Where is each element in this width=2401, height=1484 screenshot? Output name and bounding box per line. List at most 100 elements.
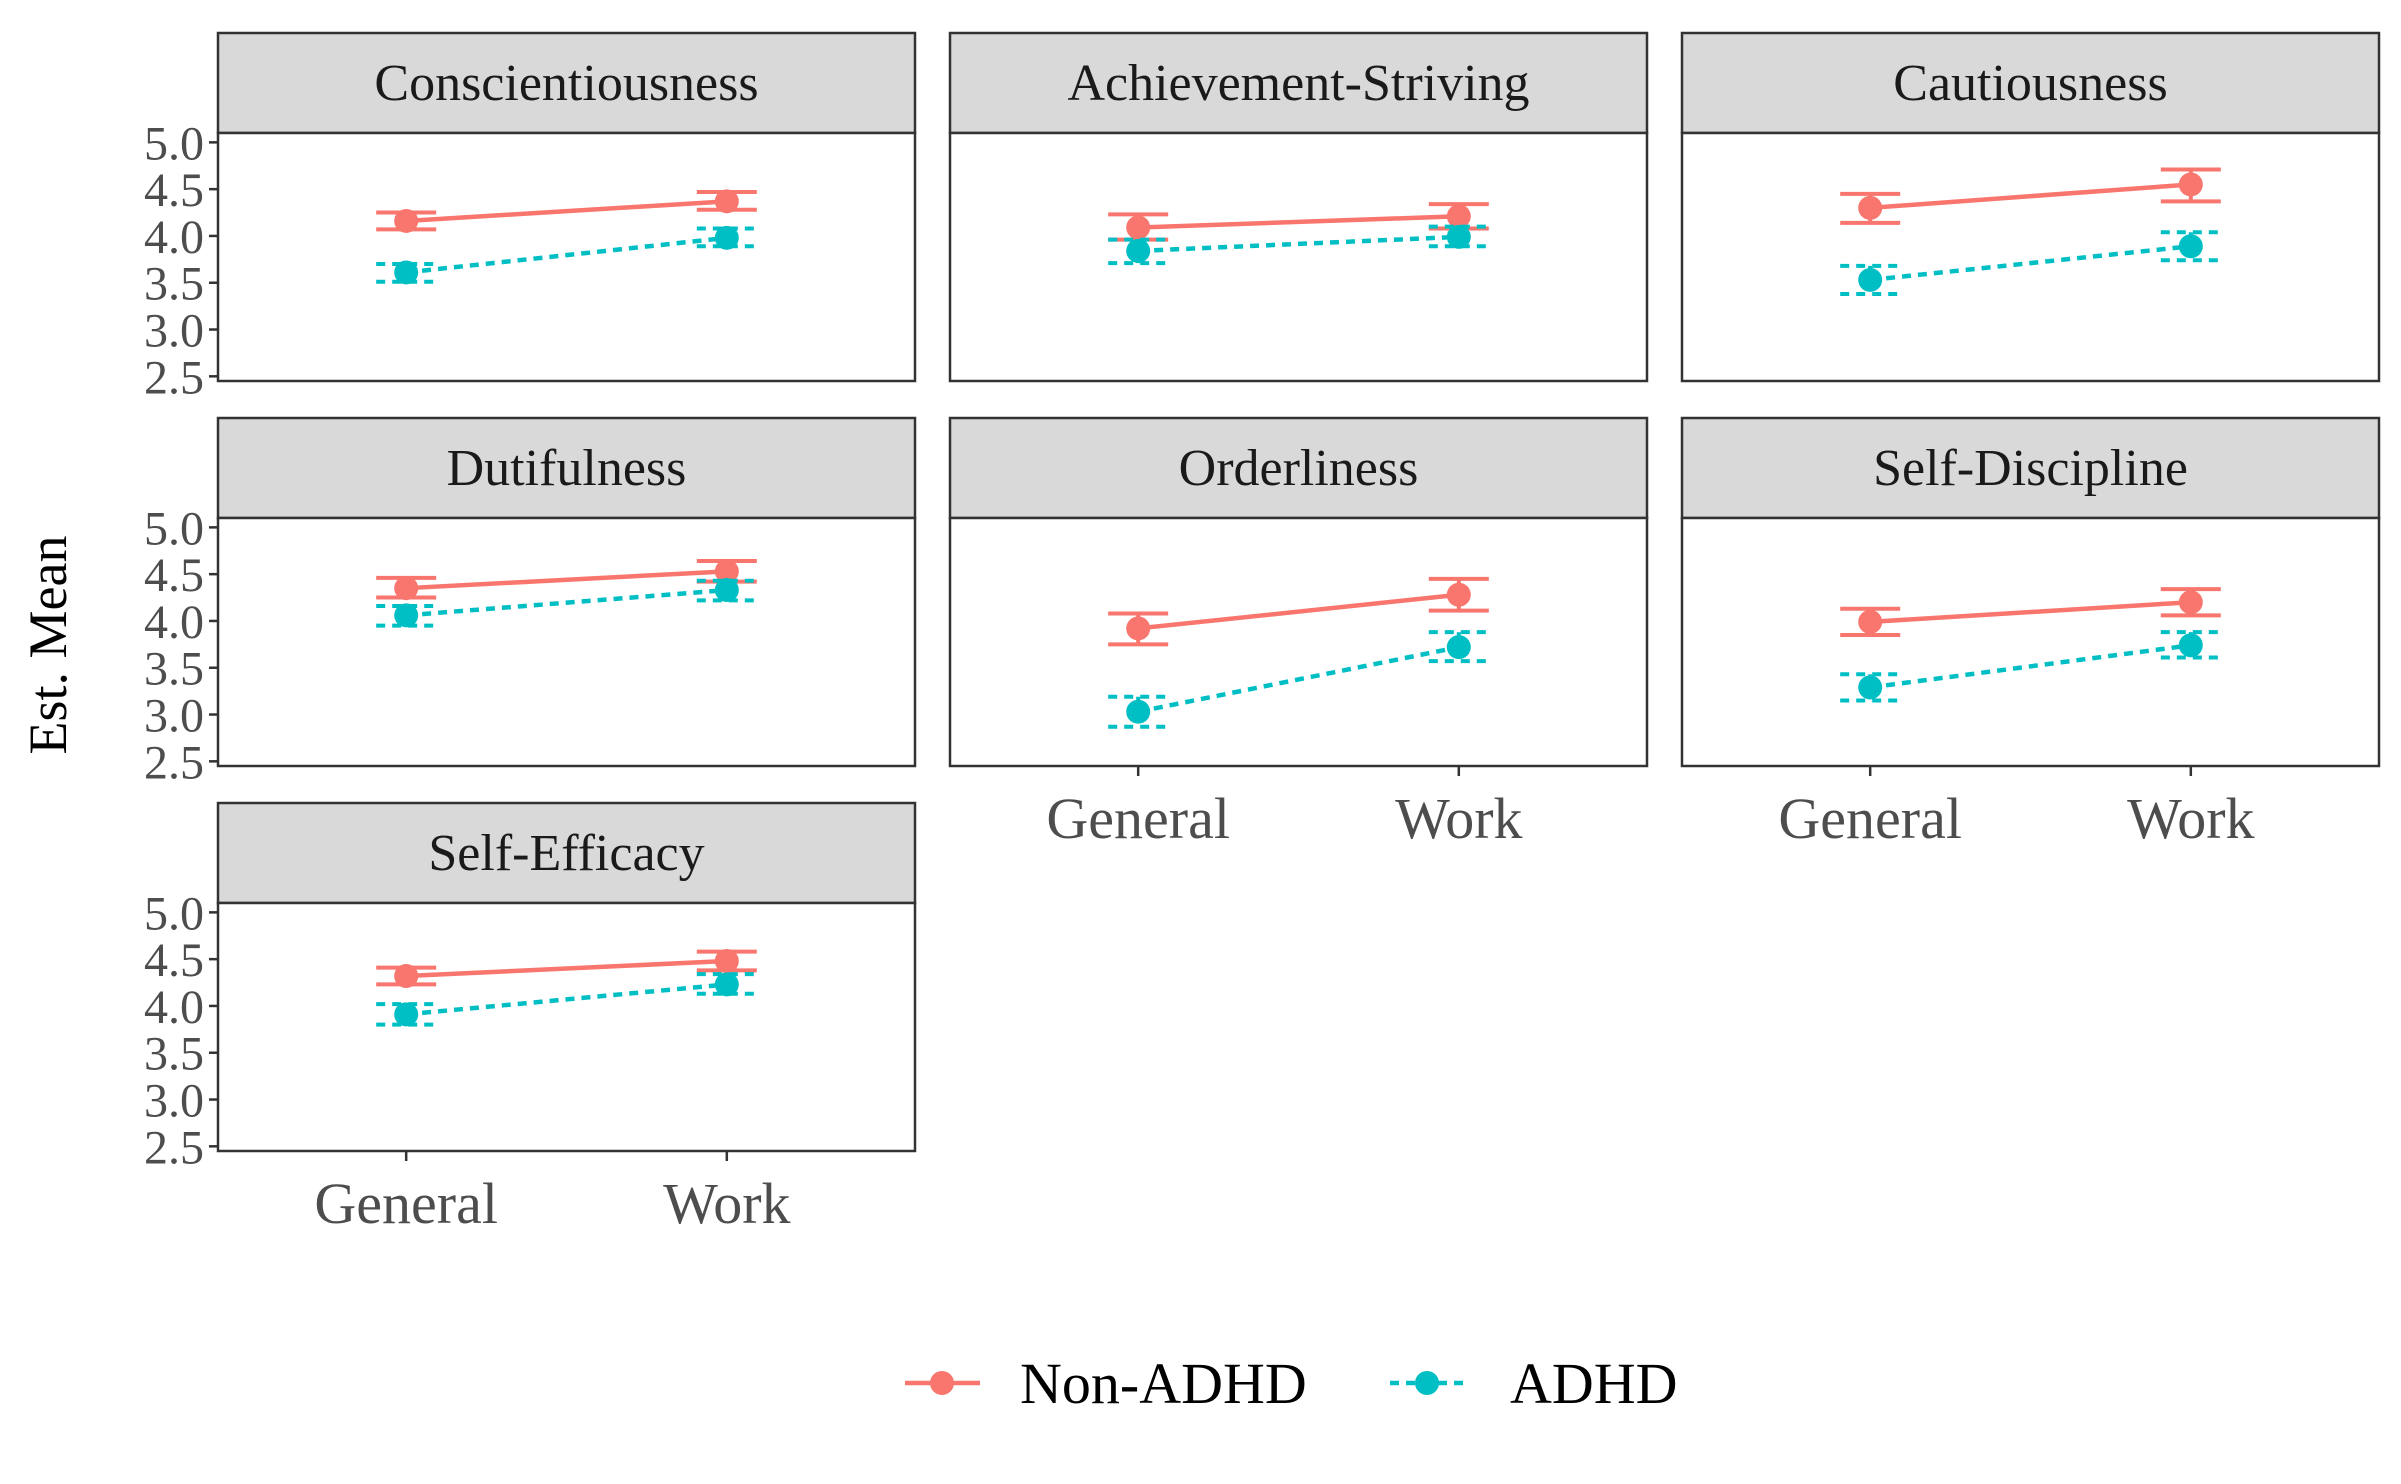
- y-tick-label: 4.5: [144, 164, 204, 217]
- facet-panel: Achievement-Striving: [948, 31, 1649, 383]
- series-line: [405, 235, 728, 275]
- facet-strip: [1680, 416, 2381, 520]
- facet-panel: Conscientiousness 2.53.03.54.04.55.0: [144, 31, 917, 404]
- facet-strip: [216, 801, 917, 905]
- facet-strip: [948, 416, 1649, 520]
- y-tick-label: 4.0: [144, 211, 204, 264]
- data-point: [1446, 204, 1471, 229]
- data-point: [1858, 609, 1883, 634]
- series-line: [1870, 599, 2191, 625]
- y-tick-label: 5.0: [144, 887, 204, 940]
- plot-area: [1680, 131, 2381, 383]
- facet-strip: [948, 31, 1649, 135]
- data-point: [394, 963, 419, 988]
- data-point: [394, 576, 419, 601]
- legend-key-point: [930, 1371, 954, 1395]
- legend-label: Non-ADHD: [1020, 1351, 1307, 1416]
- data-point: [714, 225, 739, 250]
- plot-area: [948, 131, 1649, 383]
- y-tick-label: 5.0: [144, 502, 204, 555]
- data-point: [1858, 267, 1883, 292]
- legend-label: ADHD: [1510, 1351, 1678, 1416]
- plot-area: [216, 516, 917, 768]
- y-tick-label: 4.0: [144, 596, 204, 649]
- facet-title: Achievement-Striving: [1067, 55, 1529, 112]
- y-tick-label: 4.5: [144, 549, 204, 602]
- series-line: [1869, 244, 2192, 283]
- x-tick-label: Work: [1395, 786, 1522, 851]
- series-line: [1137, 592, 1460, 631]
- facet-title: Self-Efficacy: [428, 825, 704, 882]
- data-point: [394, 603, 419, 628]
- data-point: [1858, 195, 1883, 220]
- x-tick-label: General: [314, 1171, 498, 1236]
- series-line: [406, 958, 727, 979]
- data-point: [1126, 215, 1151, 240]
- y-tick-label: 2.5: [144, 736, 204, 789]
- facet-panels: Conscientiousness2.53.03.54.04.55.0Achie…: [144, 31, 2381, 1236]
- series-line: [405, 982, 728, 1017]
- data-point: [714, 189, 739, 214]
- data-point: [394, 1002, 419, 1027]
- data-point: [1126, 238, 1151, 263]
- plot-area: [1680, 516, 2381, 768]
- facet-title: Cautiousness: [1893, 55, 2167, 112]
- y-tick-label: 3.0: [144, 690, 204, 743]
- facet-title: Dutifulness: [447, 440, 687, 497]
- data-point: [1126, 616, 1151, 641]
- facet-title: Orderliness: [1179, 440, 1419, 497]
- data-point: [2178, 590, 2203, 615]
- x-tick-label: Work: [2127, 786, 2254, 851]
- plot-area: [948, 516, 1649, 768]
- y-tick-label: 3.5: [144, 643, 204, 696]
- y-tick-label: 2.5: [144, 351, 204, 404]
- series-line: [1138, 214, 1459, 230]
- data-point: [2178, 633, 2203, 658]
- data-point: [2178, 234, 2203, 259]
- y-axis-title: Est. Mean: [18, 536, 78, 755]
- facet-title: Conscientiousness: [374, 55, 758, 112]
- data-point: [394, 260, 419, 285]
- data-point: [1126, 699, 1151, 724]
- series-line: [1869, 643, 2192, 690]
- y-tick-label: 4.5: [144, 934, 204, 987]
- data-point: [714, 972, 739, 997]
- data-point: [1858, 675, 1883, 700]
- data-point: [1446, 635, 1471, 660]
- series-line: [1137, 644, 1460, 714]
- series-line: [406, 199, 727, 224]
- y-tick-label: 3.5: [144, 1028, 204, 1081]
- data-point: [2178, 172, 2203, 197]
- y-tick-label: 3.0: [144, 1075, 204, 1128]
- series-line: [406, 587, 727, 618]
- data-point: [1446, 582, 1471, 607]
- data-point: [1446, 224, 1471, 249]
- facet-panel: Cautiousness: [1680, 31, 2381, 383]
- legend-key-point: [1415, 1371, 1439, 1395]
- facet-strip: [1680, 31, 2381, 135]
- x-tick-label: General: [1778, 786, 1962, 851]
- data-point: [394, 208, 419, 233]
- facet-strip: [216, 31, 917, 135]
- x-tick-label: General: [1046, 786, 1230, 851]
- y-tick-label: 3.5: [144, 258, 204, 311]
- series-line: [1138, 234, 1459, 254]
- data-point: [714, 578, 739, 603]
- y-tick-label: 3.0: [144, 305, 204, 358]
- facet-title: Self-Discipline: [1873, 440, 2188, 497]
- x-tick-label: Work: [663, 1171, 790, 1236]
- legend: Non-ADHD ADHD: [905, 1351, 1678, 1416]
- facet-strip: [216, 416, 917, 520]
- plot-area: [216, 901, 917, 1153]
- facet-panel: Dutifulness 2.53.03.54.04.55.0: [144, 416, 917, 789]
- y-tick-label: 5.0: [144, 117, 204, 170]
- y-tick-label: 4.0: [144, 981, 204, 1034]
- y-tick-label: 2.5: [144, 1121, 204, 1174]
- data-point: [714, 559, 739, 584]
- data-point: [714, 949, 739, 974]
- series-line: [406, 569, 727, 591]
